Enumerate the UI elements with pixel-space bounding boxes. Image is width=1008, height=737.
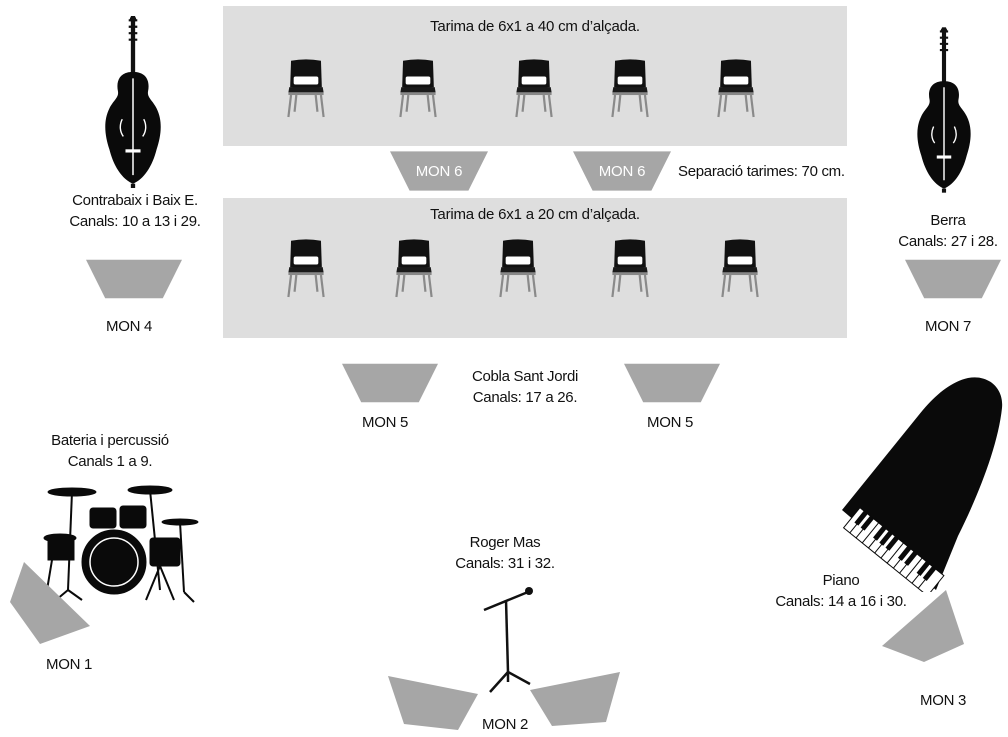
wedge-monitor-icon xyxy=(905,258,1001,300)
station-channels: Canals: 14 a 16 i 30. xyxy=(775,593,907,610)
monitor-label: MON 5 xyxy=(362,414,409,431)
chair-icon xyxy=(396,54,440,122)
cobla-label: Cobla Sant Jordi Canals: 17 a 26. xyxy=(450,366,600,408)
wedge-monitor-icon xyxy=(388,676,478,730)
monitor-label: MON 4 xyxy=(106,318,153,335)
monitor-label: MON 3 xyxy=(920,692,967,709)
monitor-label: MON 6 xyxy=(415,163,463,180)
station-name: Contrabaix i Baix E. xyxy=(72,192,198,209)
station-name: Cobla Sant Jordi xyxy=(471,368,579,385)
station-name: Berra xyxy=(930,212,966,229)
monitor-label: MON 7 xyxy=(925,318,972,335)
monitor-label: MON 6 xyxy=(598,163,646,180)
contrabaix-label: Contrabaix i Baix E. Canals: 10 a 13 i 2… xyxy=(60,190,210,232)
upper-platform-title: Tarima de 6x1 a 40 cm d’alçada. xyxy=(430,18,640,35)
grand-piano-icon xyxy=(842,377,1003,592)
bateria-label: Bateria i percussió Canals 1 a 9. xyxy=(30,430,190,472)
monitor-label: MON 2 xyxy=(482,716,529,733)
station-channels: Canals 1 a 9. xyxy=(67,453,153,470)
monitor-label: MON 5 xyxy=(647,414,694,431)
station-channels: Canals: 10 a 13 i 29. xyxy=(69,213,201,230)
chair-icon xyxy=(608,234,652,302)
platform-separation-label: Separació tarimes: 70 cm. xyxy=(678,163,845,180)
piano-label: Piano Canals: 14 a 16 i 30. xyxy=(766,570,916,612)
chair-icon xyxy=(284,54,328,122)
berra-label: Berra Canals: 27 i 28. xyxy=(886,210,1008,252)
lower-platform-title: Tarima de 6x1 a 20 cm d’alçada. xyxy=(430,206,640,223)
microphone-stand-icon xyxy=(483,587,533,693)
wedge-monitor-icon xyxy=(530,672,620,726)
wedge-monitor-icon xyxy=(86,258,182,300)
station-channels: Canals: 17 a 26. xyxy=(472,389,578,406)
wedge-monitor-icon xyxy=(624,362,720,404)
roger-label: Roger Mas Canals: 31 i 32. xyxy=(430,532,580,574)
double-bass-icon xyxy=(913,26,975,194)
double-bass-icon xyxy=(100,16,166,188)
wedge-monitor-icon xyxy=(10,562,90,644)
station-channels: Canals: 27 i 28. xyxy=(898,233,998,250)
station-name: Piano xyxy=(822,572,860,589)
wedge-monitor-icon xyxy=(882,590,964,662)
station-channels: Canals: 31 i 32. xyxy=(455,555,555,572)
monitor-label: MON 1 xyxy=(46,656,93,673)
monitor-mon6-left: MON 6 xyxy=(390,150,488,192)
wedge-monitor-icon xyxy=(342,362,438,404)
chair-icon xyxy=(392,234,436,302)
chair-icon xyxy=(496,234,540,302)
chair-icon xyxy=(714,54,758,122)
monitor-mon6-right: MON 6 xyxy=(573,150,671,192)
chair-icon xyxy=(512,54,556,122)
chair-icon xyxy=(608,54,652,122)
station-name: Bateria i percussió xyxy=(51,432,169,449)
chair-icon xyxy=(284,234,328,302)
drum-kit-icon xyxy=(43,485,199,603)
chair-icon xyxy=(718,234,762,302)
station-name: Roger Mas xyxy=(469,534,541,551)
